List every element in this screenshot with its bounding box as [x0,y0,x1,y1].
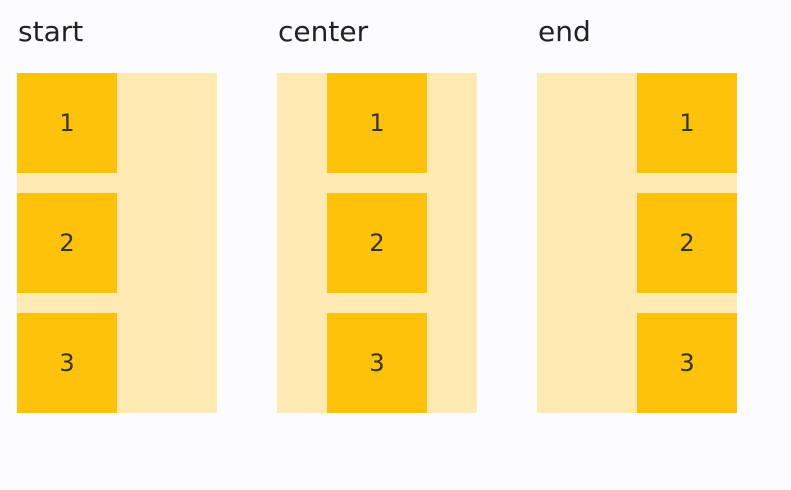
item-box-2: 2 [327,193,427,293]
item-box-1: 1 [637,73,737,173]
flex-container-start: 1 2 3 [17,73,217,413]
item-box-3: 3 [327,313,427,413]
item-box-3: 3 [637,313,737,413]
item-box-2: 2 [637,193,737,293]
column-title-end: end [538,15,591,48]
item-box-1: 1 [327,73,427,173]
column-title-center: center [278,15,369,48]
flex-container-end: 1 2 3 [537,73,737,413]
flex-container-center: 1 2 3 [277,73,477,413]
item-box-1: 1 [17,73,117,173]
column-title-start: start [18,15,84,48]
item-box-2: 2 [17,193,117,293]
item-box-3: 3 [17,313,117,413]
